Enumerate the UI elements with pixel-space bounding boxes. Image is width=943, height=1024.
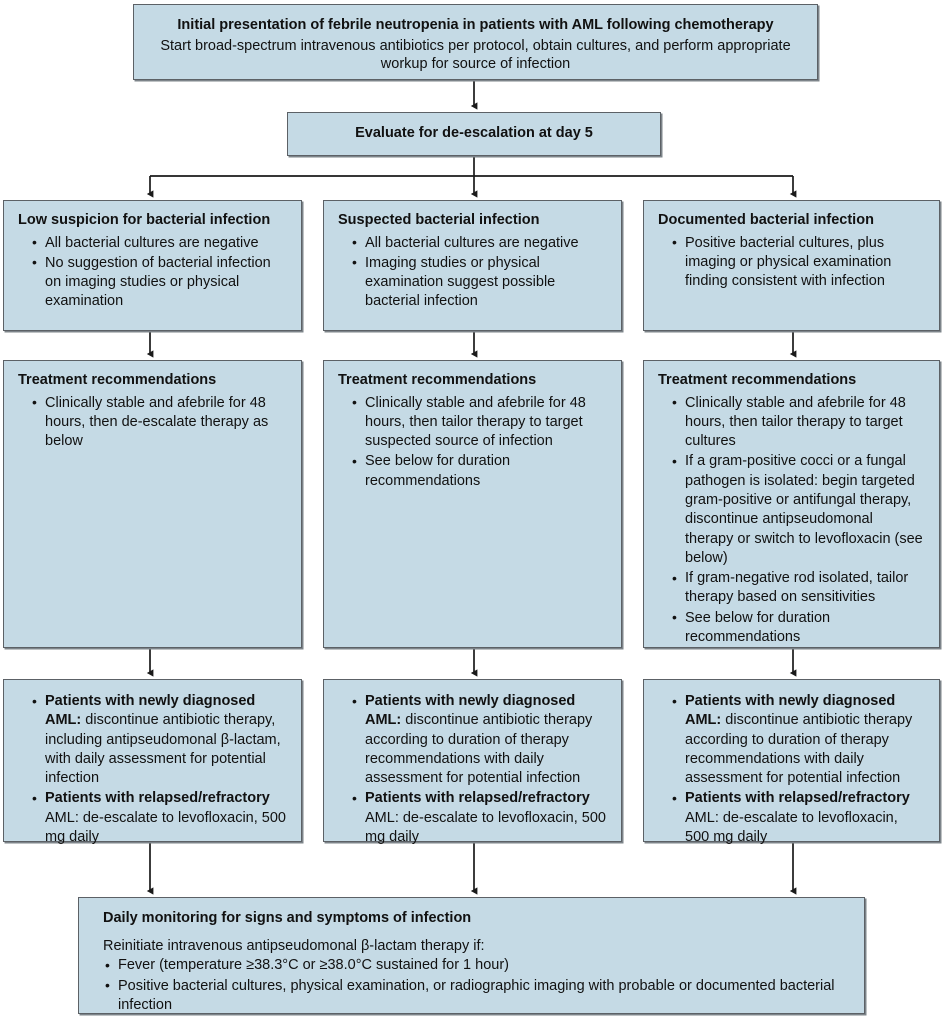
list-item: Fever (temperature ≥38.3°C or ≥38.0°C su…	[105, 956, 848, 975]
node-initial-presentation: Initial presentation of febrile neutrope…	[133, 4, 818, 80]
list-item-lead: Patients with newly diagnosed AML:	[365, 693, 576, 729]
node-daily-monitoring-body: Reinitiate intravenous antipseudomonal β…	[103, 937, 485, 954]
list-item: All bacterial cultures are negative	[32, 233, 287, 253]
node-treatment-documented: Treatment recommendations Clinically sta…	[643, 360, 940, 648]
list-item-rest: AML: de-escalate to levofloxacin, 500 mg…	[685, 809, 898, 845]
node-deescalation-low-suspicion-bullets: Patients with newly diagnosed AML: disco…	[18, 691, 287, 847]
list-item: See below for duration recommendations	[352, 452, 607, 491]
list-item: No suggestion of bacterial infection on …	[32, 253, 287, 312]
node-documented-infection-title: Documented bacterial infection	[658, 212, 874, 228]
node-initial-presentation-body: Start broad-spectrum intravenous antibio…	[160, 37, 791, 73]
node-treatment-documented-bullets: Clinically stable and afebrile for 48 ho…	[658, 393, 925, 648]
list-item-lead: Patients with relapsed/refractory	[685, 790, 910, 807]
node-treatment-low-suspicion-bullets: Clinically stable and afebrile for 48 ho…	[18, 393, 287, 452]
list-item: All bacterial cultures are negative	[352, 233, 607, 253]
list-item: Patients with newly diagnosed AML: disco…	[352, 691, 607, 788]
node-suspected-infection: Suspected bacterial infection All bacter…	[323, 200, 622, 331]
node-deescalation-documented-bullets: Patients with newly diagnosed AML: disco…	[658, 691, 925, 847]
node-treatment-documented-title: Treatment recommendations	[658, 372, 857, 388]
list-item: Patients with relapsed/refractory AML: d…	[32, 789, 287, 847]
list-item-rest: discontinue antibiotic therapy according…	[365, 712, 593, 787]
node-documented-infection: Documented bacterial infection Positive …	[643, 200, 940, 331]
list-item-rest: AML: de-escalate to levofloxacin, 500 mg…	[365, 809, 606, 845]
list-item-rest: discontinue antibiotic therapy, includin…	[45, 712, 281, 787]
node-daily-monitoring-title: Daily monitoring for signs and symptoms …	[103, 910, 472, 926]
list-item: If a gram-positive cocci or a fungal pat…	[672, 452, 925, 568]
list-item-lead: Patients with relapsed/refractory	[365, 790, 590, 807]
list-item-lead: Patients with relapsed/refractory	[45, 790, 270, 807]
node-deescalation-suspected: Patients with newly diagnosed AML: disco…	[323, 679, 622, 845]
node-treatment-low-suspicion-title: Treatment recommendations	[18, 372, 217, 388]
node-deescalation-low-suspicion: Patients with newly diagnosed AML: disco…	[3, 679, 302, 845]
list-item: Positive bacterial cultures, plus imagin…	[672, 233, 925, 292]
node-evaluate-deescalation-title: Evaluate for de-escalation at day 5	[355, 124, 593, 141]
node-treatment-low-suspicion: Treatment recommendations Clinically sta…	[3, 360, 302, 648]
list-item-rest: discontinue antibiotic therapy according…	[685, 712, 913, 787]
list-item: Imaging studies or physical examination …	[352, 253, 607, 312]
node-low-suspicion-bullets: All bacterial cultures are negativeNo su…	[18, 233, 287, 312]
node-deescalation-documented: Patients with newly diagnosed AML: disco…	[643, 679, 940, 845]
node-daily-monitoring-bullets: Fever (temperature ≥38.3°C or ≥38.0°C su…	[103, 956, 848, 1014]
node-initial-presentation-title: Initial presentation of febrile neutrope…	[177, 17, 774, 33]
list-item-lead: Patients with newly diagnosed AML:	[45, 693, 256, 729]
node-low-suspicion-title: Low suspicion for bacterial infection	[18, 212, 271, 228]
node-documented-infection-bullets: Positive bacterial cultures, plus imagin…	[658, 233, 925, 292]
node-daily-monitoring: Daily monitoring for signs and symptoms …	[78, 897, 865, 1014]
list-item: Clinically stable and afebrile for 48 ho…	[672, 393, 925, 452]
list-item: Patients with newly diagnosed AML: disco…	[672, 691, 925, 788]
list-item: Patients with relapsed/refractory AML: d…	[352, 789, 607, 847]
list-item-rest: AML: de-escalate to levofloxacin, 500 mg…	[45, 809, 286, 845]
node-suspected-infection-title: Suspected bacterial infection	[338, 212, 540, 228]
node-evaluate-deescalation: Evaluate for de-escalation at day 5	[287, 112, 661, 156]
node-treatment-suspected: Treatment recommendations Clinically sta…	[323, 360, 622, 648]
list-item: Patients with relapsed/refractory AML: d…	[672, 789, 925, 847]
list-item: Clinically stable and afebrile for 48 ho…	[32, 393, 287, 452]
list-item: See below for duration recommendations	[672, 608, 925, 648]
list-item: Positive bacterial cultures, physical ex…	[105, 976, 848, 1015]
list-item: Patients with newly diagnosed AML: disco…	[32, 691, 287, 788]
node-suspected-infection-bullets: All bacterial cultures are negativeImagi…	[338, 233, 607, 312]
list-item-lead: Patients with newly diagnosed AML:	[685, 693, 896, 729]
node-deescalation-suspected-bullets: Patients with newly diagnosed AML: disco…	[338, 691, 607, 847]
node-treatment-suspected-bullets: Clinically stable and afebrile for 48 ho…	[338, 393, 607, 491]
list-item: Clinically stable and afebrile for 48 ho…	[352, 393, 607, 452]
list-item: If gram-negative rod isolated, tailor th…	[672, 569, 925, 608]
node-treatment-suspected-title: Treatment recommendations	[338, 372, 537, 388]
node-low-suspicion: Low suspicion for bacterial infection Al…	[3, 200, 302, 331]
